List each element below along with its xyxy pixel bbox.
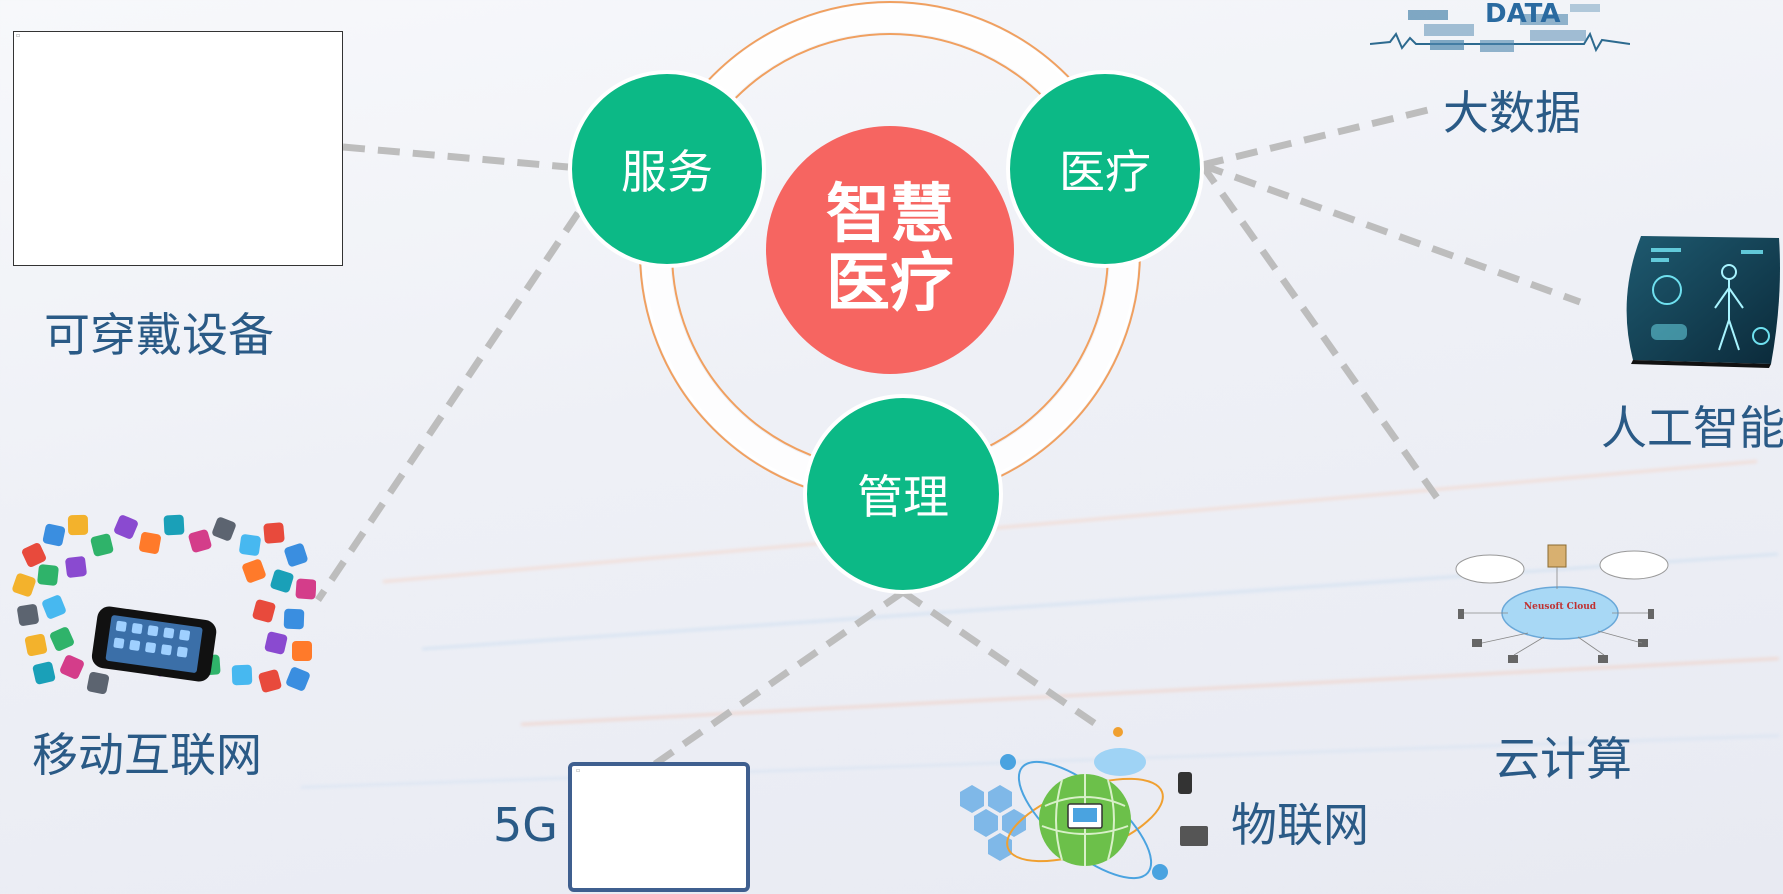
connector-medical-bigdata [1201,106,1429,169]
app-icon [65,556,87,578]
app-icon [90,533,114,557]
app-icon [239,534,261,556]
label-wearable: 可穿戴设备 [44,308,274,362]
app-icon [264,631,288,655]
label-bigdata: 大数据 [1443,86,1581,140]
bigdata-word-data: DATA [1485,0,1561,29]
label-ai: 人工智能 [1601,401,1783,455]
center-title-line2: 医疗 [826,247,954,321]
app-icon [37,564,59,586]
app-icon [139,532,161,554]
app-icon [212,517,236,541]
iot-globe-image [960,727,1208,880]
app-icon [295,578,316,600]
center-title-line1: 智慧 [826,177,954,252]
hub-medical: 医疗 [1006,70,1204,268]
label-mobile-internet: 移动互联网 [32,728,262,782]
app-icon [42,523,66,547]
connector-wearable-service [342,143,569,171]
app-icon [286,667,310,691]
mobile-apps-image [12,514,316,695]
hub-service-label: 服务 [621,145,713,199]
connector-mobile-service [315,211,581,602]
app-icon [67,514,89,536]
app-icon [60,655,84,679]
app-icon [284,543,308,567]
app-icon [188,529,212,553]
connector-medical-ai [1200,161,1582,306]
label-5g: 5G [493,798,558,852]
neusoft-cloud-text: Neusoft Cloud [1524,602,1597,612]
app-icon [258,669,282,693]
connector-management-5g [653,589,905,767]
app-icon [22,543,46,567]
hub-management-label: 管理 [857,470,949,524]
app-icon [263,522,285,544]
bigdata-wordcloud-image: DATA [1370,0,1630,53]
app-icon [32,661,56,685]
5g-image-placeholder: ▫ [568,762,750,892]
app-icon [50,627,74,651]
app-icon [163,514,185,536]
image-placeholder-icon: ▫ [16,32,21,39]
ai-image [1626,236,1780,368]
image-placeholder-icon: ▫ [576,767,581,774]
wearable-device-image-placeholder: ▫ [13,31,343,266]
app-icon [114,515,138,539]
connector-management-iot [901,589,1102,730]
app-icon [12,573,36,597]
smartphone-icon [91,606,217,682]
center-circle: 智慧 医疗 [766,126,1014,374]
app-icon [270,569,294,593]
app-icon [242,559,266,583]
app-icon [42,595,66,619]
hub-management: 管理 [803,394,1003,594]
app-icon [17,604,39,626]
connector-medical-cloud [1199,162,1443,505]
app-icon [283,608,305,630]
app-icon [86,671,110,695]
label-iot: 物联网 [1231,798,1369,852]
hub-service: 服务 [568,70,766,268]
label-cloud: 云计算 [1494,732,1632,786]
app-icon [292,641,312,661]
app-icon [231,664,253,686]
hub-medical-label: 医疗 [1059,145,1151,199]
app-icon [252,599,276,623]
app-icon [24,633,48,657]
cloud-network-image: Neusoft Cloud [1455,544,1669,663]
